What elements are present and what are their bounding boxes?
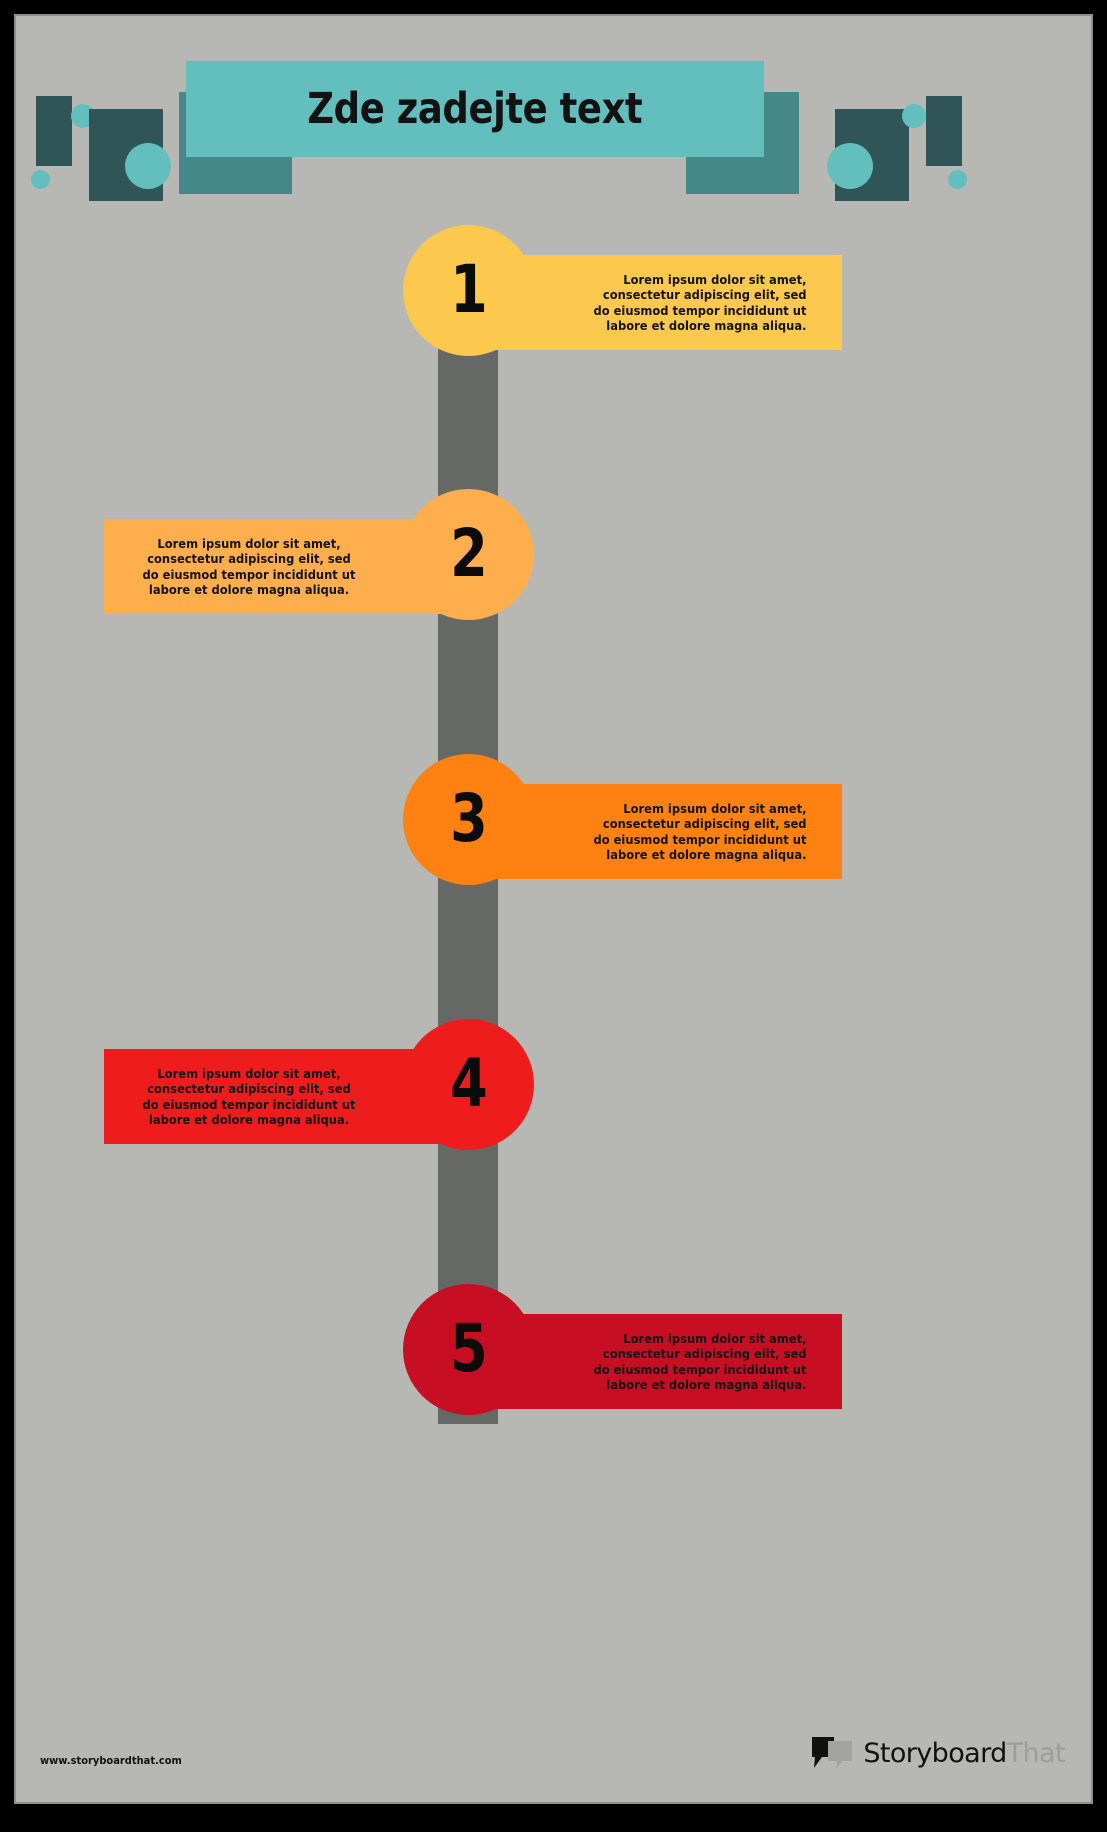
logo-text-primary: Storyboard [863,1737,1007,1769]
step-2-text: Lorem ipsum dolor sit amet, consectetur … [142,535,356,598]
step-1-marker[interactable]: 1 [403,225,534,356]
timeline-step-3: Lorem ipsum dolor sit amet, consectetur … [14,754,1093,964]
logo-text-secondary: That [1006,1737,1066,1769]
step-1-text: Lorem ipsum dolor sit amet, consectetur … [593,271,807,334]
timeline-step-1: Lorem ipsum dolor sit amet, consectetur … [14,225,1093,435]
step-3-number: 3 [449,779,488,857]
poster-canvas: Zde zadejte text Lorem ipsum dolor sit a… [14,14,1093,1804]
step-4-text: Lorem ipsum dolor sit amet, consectetur … [142,1065,356,1128]
speech-bubble-icon [810,1735,854,1771]
decor-circle-tiny-right [948,170,967,189]
storyboardthat-logo[interactable]: StoryboardThat [810,1735,1066,1771]
step-1-number: 1 [449,250,488,328]
decor-circle-large-left [125,143,171,189]
step-3-marker[interactable]: 3 [403,754,534,885]
logo-wordmark: StoryboardThat [863,1738,1065,1769]
decor-circle-large-right [827,143,873,189]
decor-rect-tall-right [926,96,962,166]
decor-circle-small-right [902,104,926,128]
footer: www.storyboardthat.com StoryboardThat [14,1714,1093,1804]
decor-circle-tiny-left [31,170,50,189]
step-4-marker[interactable]: 4 [403,1019,534,1150]
title-banner[interactable]: Zde zadejte text [186,61,764,157]
step-3-text: Lorem ipsum dolor sit amet, consectetur … [593,800,807,863]
step-2-number: 2 [449,514,488,592]
timeline-step-4: Lorem ipsum dolor sit amet, consectetur … [14,1019,1093,1229]
step-2-marker[interactable]: 2 [403,489,534,620]
decor-rect-tall-left [36,96,72,166]
step-5-number: 5 [449,1309,488,1387]
step-5-text: Lorem ipsum dolor sit amet, consectetur … [593,1330,807,1393]
step-5-marker[interactable]: 5 [403,1284,534,1415]
timeline-step-2: Lorem ipsum dolor sit amet, consectetur … [14,489,1093,699]
timeline-step-5: Lorem ipsum dolor sit amet, consectetur … [14,1284,1093,1494]
footer-website-url[interactable]: www.storyboardthat.com [40,1754,182,1767]
step-4-text-bar[interactable]: Lorem ipsum dolor sit amet, consectetur … [104,1049,478,1144]
step-4-number: 4 [449,1044,488,1122]
page-title: Zde zadejte text [307,84,643,134]
